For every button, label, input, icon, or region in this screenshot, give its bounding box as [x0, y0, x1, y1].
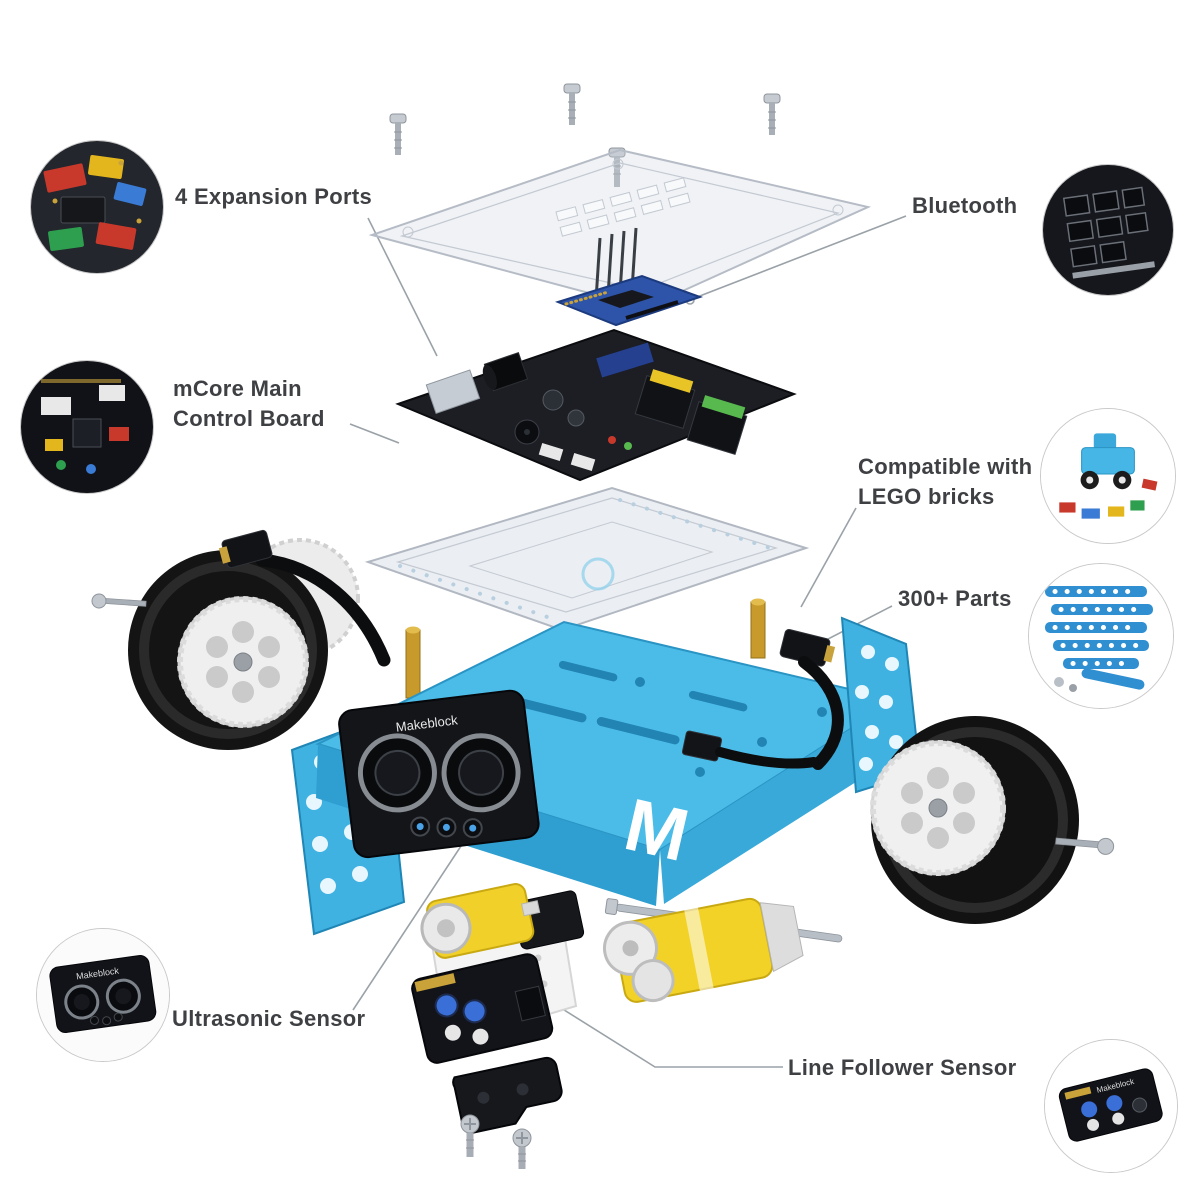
label-ultrasonic: Ultrasonic Sensor — [172, 1006, 366, 1031]
mcore-board — [395, 328, 797, 482]
line-follower-module — [411, 953, 554, 1064]
leader-ultrasonic — [352, 842, 464, 1011]
bluetooth-photo-icon — [1043, 165, 1173, 295]
label-mcore: mCore Main Control Board — [173, 374, 325, 434]
inset-line-follower-photo: Makeblock — [1044, 1039, 1178, 1173]
leader-bluetooth — [691, 215, 907, 300]
mcore-photo-icon — [21, 361, 153, 493]
label-lego-line1: Compatible with — [858, 454, 1033, 479]
leader-lines — [349, 215, 907, 1068]
parts-photo-icon — [1029, 564, 1173, 708]
leader-lego — [800, 507, 857, 608]
ultrasonic-photo-icon: Makeblock — [37, 929, 169, 1061]
standoff — [405, 626, 421, 699]
label-parts: 300+ Parts — [898, 586, 1012, 611]
label-bluetooth: Bluetooth — [912, 193, 1018, 218]
motor-bracket — [452, 1056, 563, 1134]
left-wheel — [128, 538, 360, 750]
middle-plate — [364, 486, 810, 632]
inset-bluetooth-photo — [1042, 164, 1174, 296]
right-axle-screw — [1055, 837, 1115, 855]
label-lego: Compatible with LEGO bricks — [858, 452, 1032, 512]
top-screws — [389, 83, 781, 187]
inset-ultrasonic-photo: Makeblock — [36, 928, 170, 1062]
lego-photo-icon — [1041, 409, 1175, 543]
hub-holes — [206, 621, 280, 703]
left-axle-screw — [91, 593, 147, 609]
right-wheel — [870, 716, 1079, 924]
screw-icon — [563, 83, 581, 125]
screw-icon — [460, 1114, 480, 1157]
leader-mcore — [349, 423, 400, 444]
screw-icon — [512, 1128, 532, 1169]
left-rj25-cable — [218, 529, 391, 667]
inset-expansion-ports-photo — [30, 140, 164, 274]
leader-expansion-ports — [367, 217, 438, 357]
leader-line-follower — [552, 1002, 783, 1068]
bluetooth-module — [554, 227, 704, 327]
right-motor — [602, 897, 804, 1003]
right-rj25-cable — [681, 628, 844, 770]
label-mcore-line2: Control Board — [173, 406, 325, 431]
label-mcore-line1: mCore Main — [173, 376, 302, 401]
label-lego-line2: LEGO bricks — [858, 484, 995, 509]
inset-parts-photo — [1028, 563, 1174, 709]
screw-icon — [763, 93, 781, 135]
bottom-screws — [460, 1114, 532, 1169]
left-motor — [420, 883, 541, 959]
inset-mcore-photo — [20, 360, 154, 494]
line-follower-photo-icon: Makeblock — [1045, 1040, 1177, 1172]
label-expansion-ports: 4 Expansion Ports — [175, 184, 373, 209]
label-line-follower: Line Follower Sensor — [788, 1055, 1017, 1080]
expansion-ports-photo-icon — [31, 141, 163, 273]
screw-icon — [389, 113, 407, 155]
inset-lego-photo — [1040, 408, 1176, 544]
standoff — [750, 598, 766, 659]
right-wing-holes — [855, 645, 903, 771]
top-cover — [368, 148, 872, 310]
hub-holes — [901, 767, 975, 849]
ultrasonic-leds — [410, 816, 483, 839]
ultrasonic-sensor-module: Makeblock — [338, 689, 540, 859]
